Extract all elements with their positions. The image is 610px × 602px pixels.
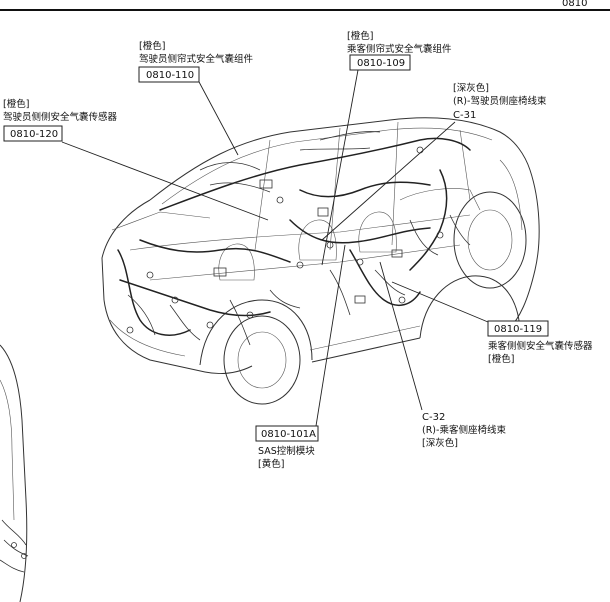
- leader-sas-module: [315, 244, 346, 427]
- driver-side-sensor-color: [橙色]: [3, 98, 29, 110]
- passenger-curtain-name: 乘客侧帘式安全气囊组件: [347, 43, 452, 55]
- passenger-seat-harness-connector: C-32: [422, 412, 445, 423]
- rear-wheel: [223, 315, 301, 405]
- driver-side-sensor-code: 0810-120: [10, 129, 58, 140]
- leader-lines: [61, 69, 489, 427]
- passenger-seat-harness-name: (R)-乘客侧座椅线束: [422, 424, 506, 436]
- passenger-curtain-code: 0810-109: [357, 58, 405, 69]
- passenger-side-sensor-name: 乘客侧侧安全气囊传感器: [488, 340, 593, 352]
- passenger-seat-harness-color: [深灰色]: [422, 437, 458, 449]
- callout-passenger-seat-harness: C-32 (R)-乘客侧座椅线束 [深灰色]: [422, 412, 506, 449]
- leader-driver-seat-harness: [321, 121, 456, 241]
- callout-passenger-curtain: [橙色] 乘客侧帘式安全气囊组件 0810-109: [347, 30, 452, 71]
- driver-side-sensor-name: 驾驶员侧侧安全气囊传感器: [3, 111, 118, 123]
- leader-passenger-seat-harness: [379, 261, 423, 411]
- callout-sas-module: 0810-101A SAS控制模块 [黄色]: [255, 425, 319, 470]
- leader-driver-side-sensor: [61, 141, 269, 221]
- passenger-side-sensor-code: 0810-119: [494, 324, 542, 335]
- driver-curtain-color: [橙色]: [139, 40, 165, 52]
- driver-seat-harness-connector: C-31: [453, 110, 476, 121]
- wiring-harness: [117, 131, 471, 346]
- driver-seat-harness-color: [深灰色]: [453, 82, 489, 94]
- adjacent-car-partial: [0, 344, 29, 602]
- callout-passenger-side-sensor: 0810-119 乘客侧侧安全气囊传感器 [橙色]: [487, 320, 593, 365]
- sas-module-code: 0810-101A: [261, 429, 316, 440]
- front-wheel: [453, 191, 527, 289]
- driver-curtain-name: 驾驶员侧帘式安全气囊组件: [139, 53, 254, 65]
- callout-driver-seat-harness: [深灰色] (R)-驾驶员侧座椅线束 C-31: [453, 82, 547, 121]
- passenger-side-sensor-color: [橙色]: [488, 353, 514, 365]
- callout-driver-side-sensor: [橙色] 驾驶员侧侧安全气囊传感器 0810-120: [3, 98, 118, 142]
- driver-curtain-code: 0810-110: [146, 70, 194, 81]
- sas-module-color: [黄色]: [258, 458, 284, 470]
- driver-seat-harness-name: (R)-驾驶员侧座椅线束: [453, 95, 547, 107]
- page-number: 0810: [562, 0, 587, 9]
- leader-driver-curtain: [197, 79, 239, 156]
- leader-passenger-curtain: [321, 69, 359, 266]
- leader-passenger-side-sensor: [391, 281, 489, 323]
- callout-driver-curtain: [橙色] 驾驶员侧帘式安全气囊组件 0810-110: [138, 40, 254, 83]
- passenger-curtain-color: [橙色]: [347, 30, 373, 42]
- sas-module-name: SAS控制模块: [258, 445, 315, 457]
